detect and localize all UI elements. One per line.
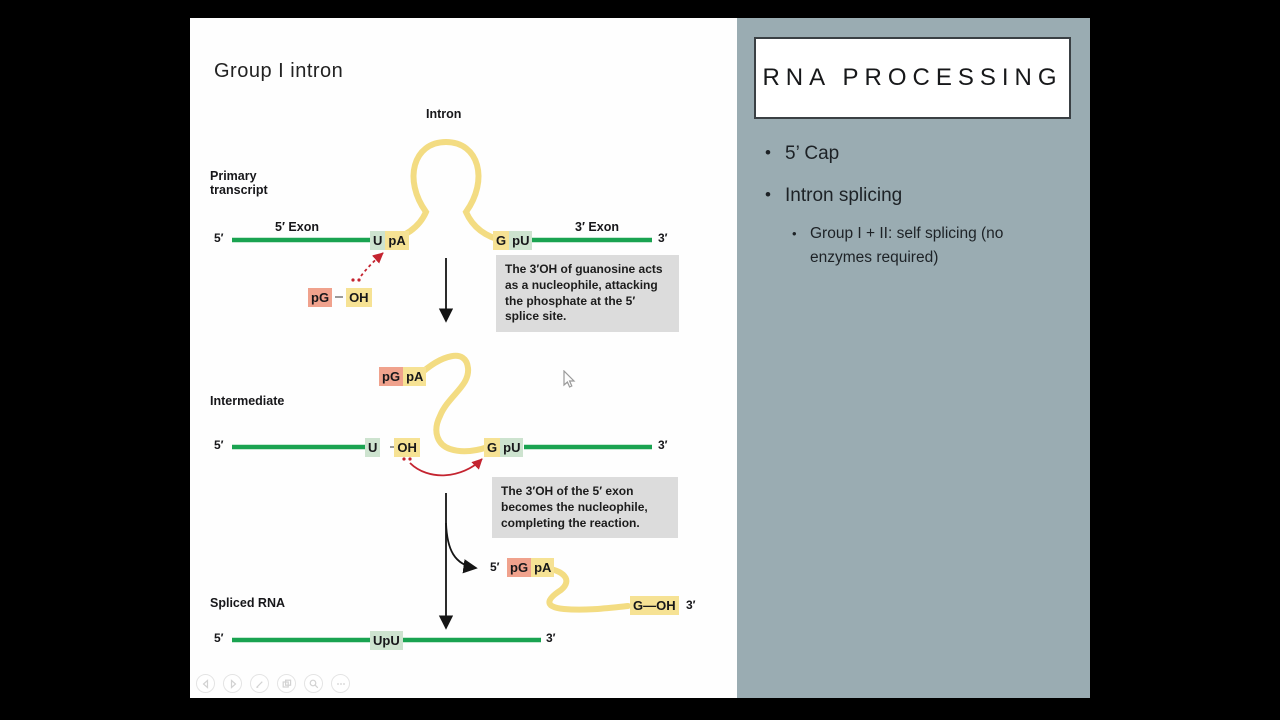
stage-label-intermediate: Intermediate	[210, 394, 285, 408]
mouse-cursor	[563, 370, 576, 388]
pa-label: pA	[531, 558, 555, 577]
bullet-five-cap: • 5’ Cap	[765, 143, 839, 165]
base-g: G	[484, 438, 501, 457]
slide: Group I intron Intron Primary transcript…	[190, 18, 1090, 698]
bullet-marker: •	[792, 226, 797, 241]
three-prime-row3: 3′	[546, 631, 556, 645]
oh-label: OH	[346, 288, 372, 307]
five-prime-row2: 5′	[214, 438, 224, 452]
previous-slide-button[interactable]	[196, 674, 215, 693]
pa-label: pA	[403, 367, 427, 386]
zoom-button[interactable]	[304, 674, 323, 693]
slide-heading-box: RNA PROCESSING	[754, 37, 1071, 119]
upu-label: UpU	[370, 631, 403, 650]
bullet-marker: •	[765, 185, 771, 204]
slide-heading: RNA PROCESSING	[762, 64, 1063, 91]
u-oh-intermediate: U OH	[365, 438, 420, 457]
diagram-artwork	[232, 138, 652, 643]
five-prime-released-intron: 5′	[490, 560, 500, 574]
base-pa: pA	[385, 231, 409, 250]
pg-label: pG	[379, 367, 404, 386]
rna-lines	[232, 237, 652, 643]
three-prime-released-intron: 3′	[686, 598, 696, 612]
base-g: G	[493, 231, 510, 250]
base-u: U	[365, 438, 381, 457]
next-slide-icon	[230, 678, 236, 689]
diagram-panel: Group I intron Intron Primary transcript…	[190, 18, 737, 698]
spliced-junction-upu: UpU	[370, 631, 403, 650]
next-slide-button[interactable]	[223, 674, 242, 693]
bullet-marker: •	[765, 143, 771, 162]
intron-label: Intron	[426, 107, 462, 121]
base-u: U	[370, 231, 386, 250]
more-options-icon	[336, 682, 345, 685]
callout-exon: The 3′OH of the 5′ exon becomes the nucl…	[492, 477, 678, 539]
reaction-arrows	[438, 258, 478, 630]
pen-button[interactable]	[250, 674, 269, 693]
notes-panel: RNA PROCESSING • 5’ Cap • Intron splicin…	[737, 18, 1090, 698]
presenter-toolbar	[196, 674, 350, 693]
bullet-text: 5’ Cap	[785, 143, 840, 164]
diagram-title: Group I intron	[214, 60, 344, 82]
five-prime-row3: 5′	[214, 631, 224, 645]
previous-slide-icon	[202, 678, 208, 689]
see-all-slides-button[interactable]	[277, 674, 296, 693]
g-oh-end: G—OH	[630, 596, 679, 615]
more-options-button[interactable]	[331, 674, 350, 693]
bullet-intron-splicing: • Intron splicing	[765, 185, 902, 207]
three-exon-label: 3′ Exon	[575, 220, 619, 234]
pen-icon	[255, 680, 263, 688]
see-all-slides-icon	[282, 679, 291, 688]
pg-label: pG	[507, 558, 532, 577]
intron-curves	[385, 138, 631, 613]
guanosine-pg-oh: pG OH	[308, 288, 372, 307]
bullet-text: Group I + II: self splicing (no enzymes …	[810, 225, 1004, 267]
pg-label: pG	[308, 288, 333, 307]
base-pu: pU	[500, 438, 524, 457]
callout-guanosine: The 3′OH of guanosine acts as a nucleoph…	[496, 255, 679, 333]
stage-label-primary: Primary transcript	[210, 169, 268, 197]
five-exon-label: 5′ Exon	[275, 220, 319, 234]
zoom-icon	[309, 679, 318, 688]
base-pu: pU	[509, 231, 533, 250]
five-prime-row1: 5′	[214, 231, 224, 245]
three-prime-row1: 3′	[658, 231, 668, 245]
bullet-group-1-2: • Group I + II: self splicing (no enzyme…	[792, 222, 1052, 270]
oh-label: OH	[394, 438, 420, 457]
three-prime-row2: 3′	[658, 438, 668, 452]
bullet-text: Intron splicing	[785, 185, 903, 206]
g-oh-label: G—OH	[630, 596, 679, 615]
stage-label-spliced: Spliced RNA	[210, 596, 286, 610]
attack-arrows	[351, 252, 483, 477]
